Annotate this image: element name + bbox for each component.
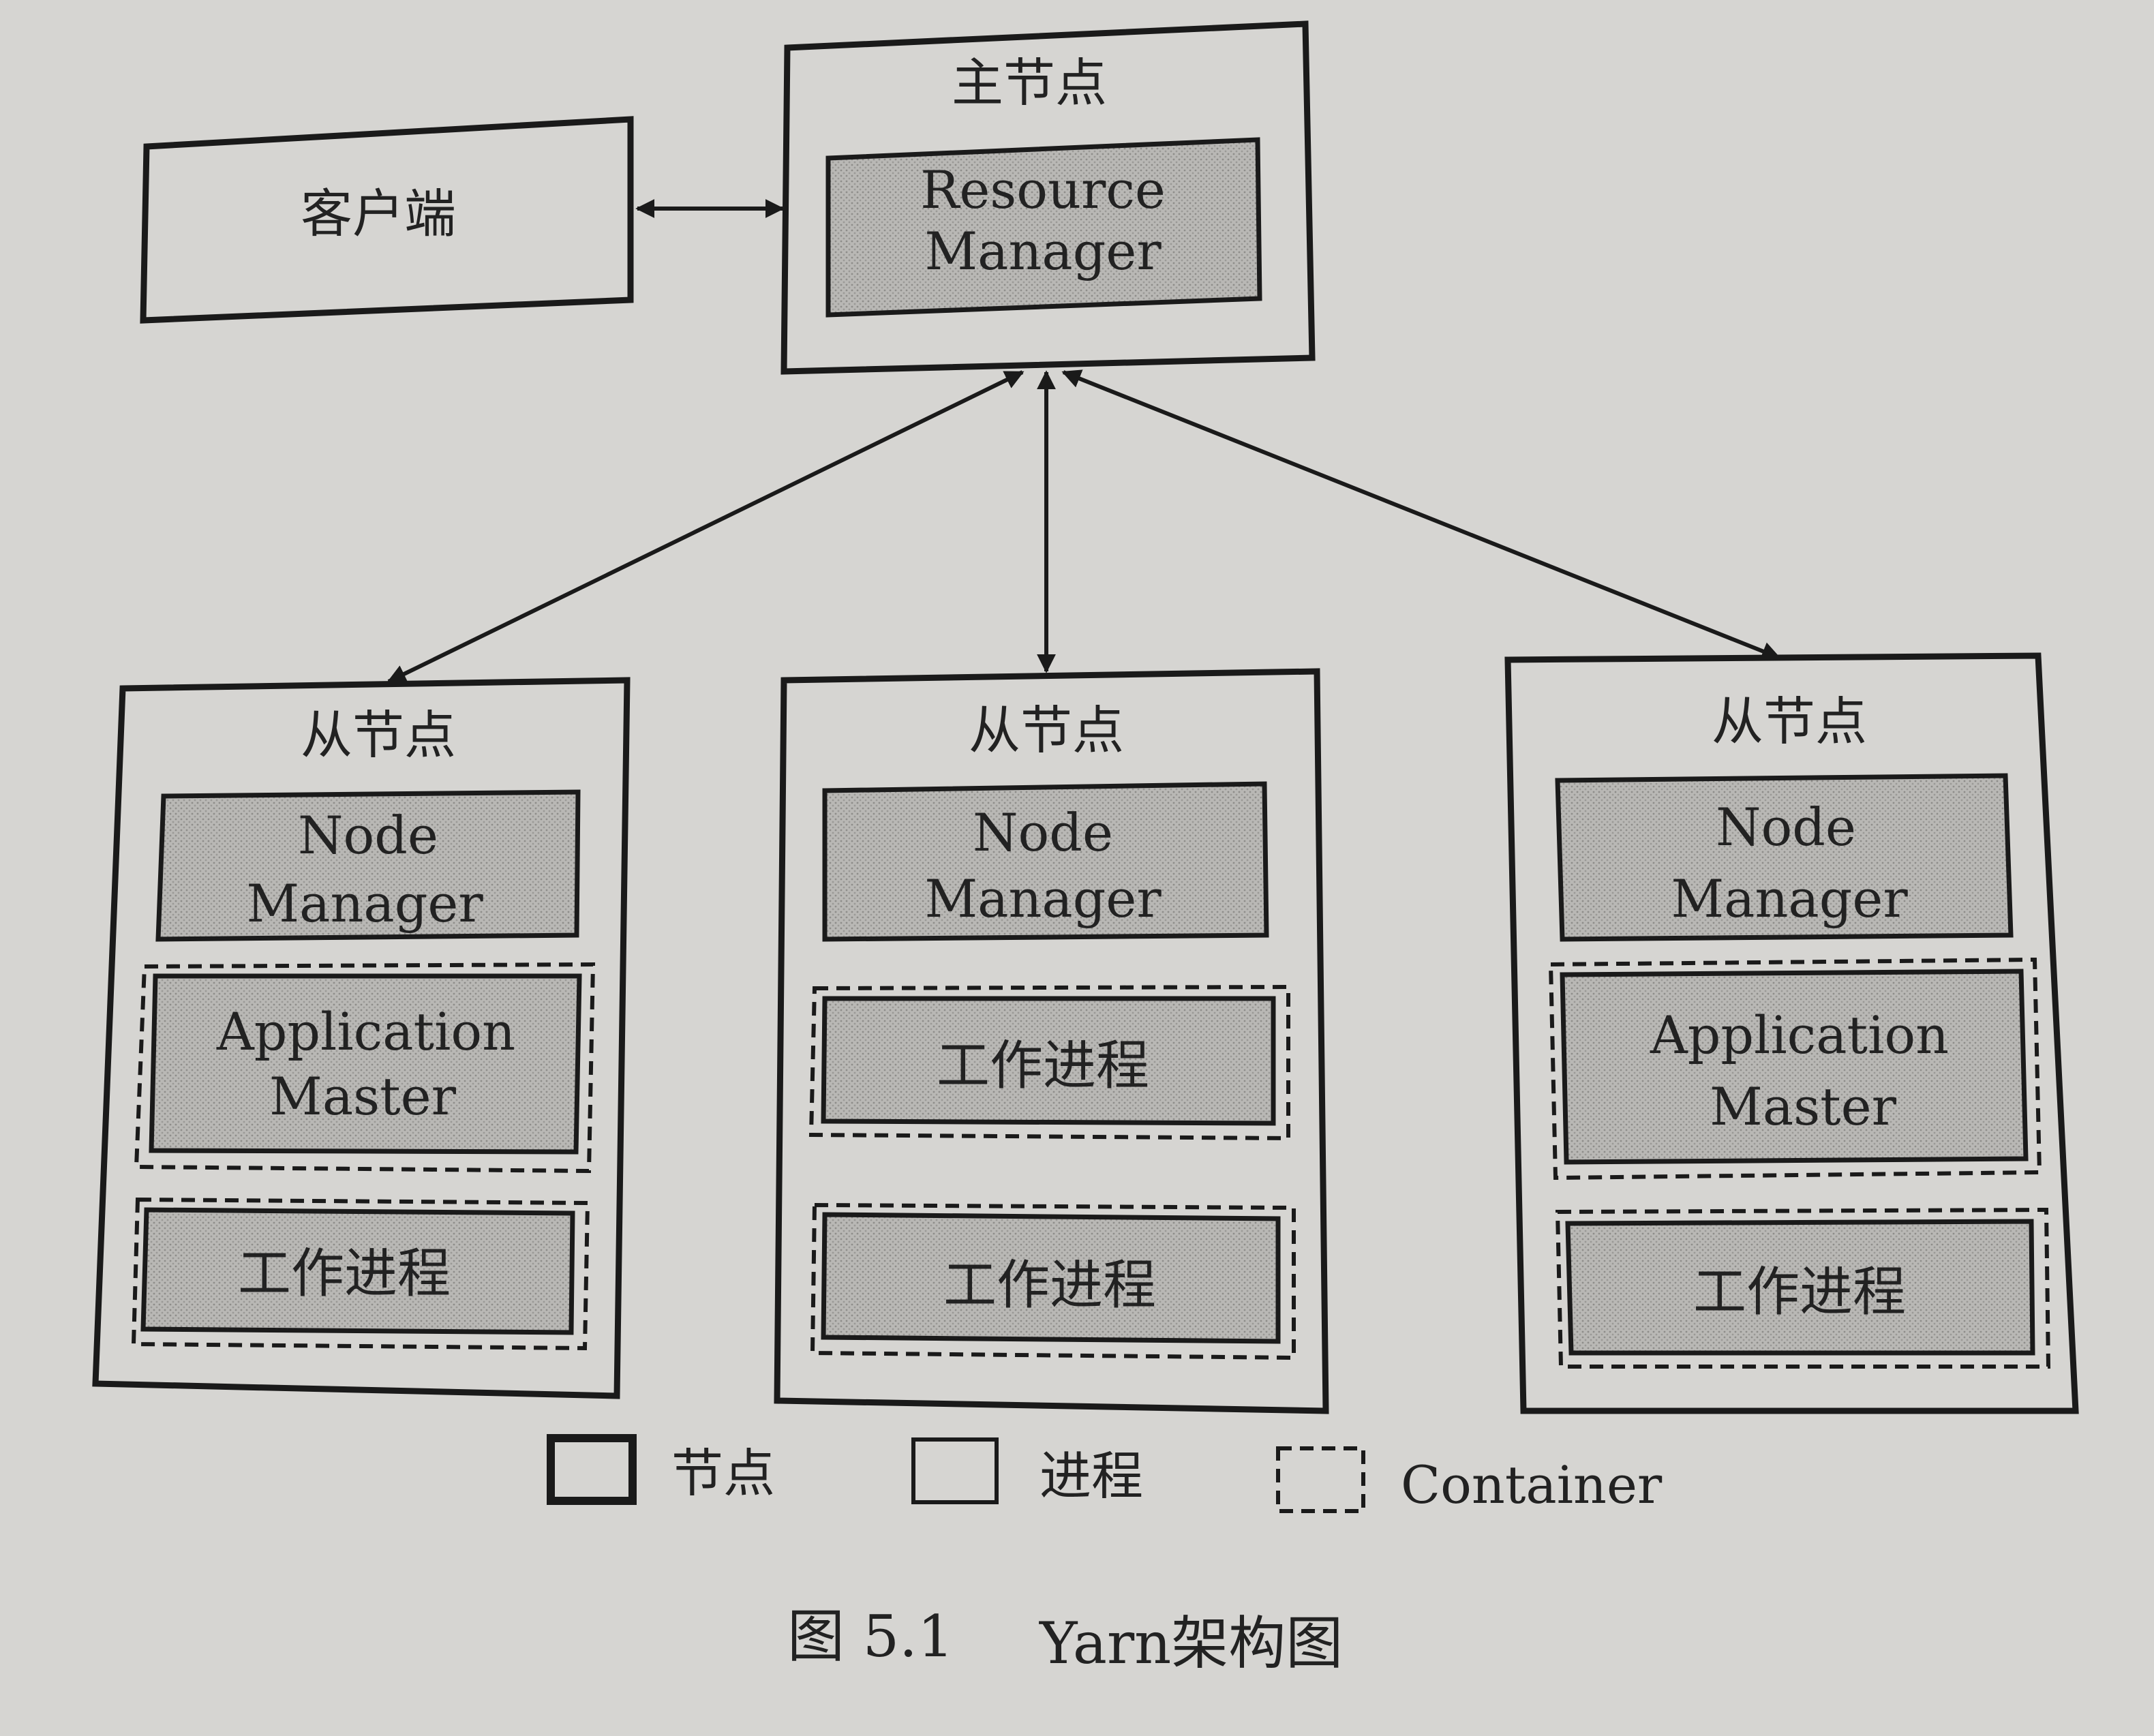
- figure-caption: 图 5.1 Yarn架构图: [787, 1603, 1343, 1677]
- caption-number: 图 5.1: [787, 1603, 954, 1670]
- resource-manager-line-1: Resource: [920, 159, 1166, 220]
- connections: [386, 199, 1781, 684]
- worker-1-container-2-label: 工作进程: [238, 1243, 451, 1305]
- legend-container-swatch: [1276, 1446, 1365, 1513]
- legend-node-label: 节点: [671, 1443, 775, 1504]
- client-node: 客户端: [140, 116, 634, 324]
- master-node-title: 主节点: [952, 52, 1107, 113]
- caption-title: Yarn架构图: [1039, 1610, 1343, 1677]
- worker-1-node-manager: Node Manager: [155, 789, 581, 942]
- worker-1-container-1-line-2: Master: [269, 1066, 457, 1127]
- worker-3-container-1-line-1: Application: [1650, 1005, 1949, 1065]
- legend-container-label: Container: [1401, 1455, 1663, 1515]
- legend-process-label: 进程: [1040, 1446, 1143, 1506]
- worker-1-node-manager-line-1: Node: [298, 805, 438, 866]
- legend: 节点 进程 Container: [547, 1434, 1663, 1515]
- worker-node-1-title: 从节点: [301, 705, 456, 765]
- worker-1-container-2: 工作进程: [131, 1197, 590, 1351]
- worker-3-container-1: Application Master: [1548, 957, 2042, 1181]
- worker-node-1: 从节点 Node Manager Application Master 工作进程: [92, 677, 631, 1399]
- master-worker3-link: [1061, 369, 1781, 660]
- worker-node-2-title: 从节点: [969, 700, 1124, 761]
- worker-3-container-2: 工作进程: [1555, 1207, 2051, 1369]
- master-node: 主节点 Resource Manager: [780, 20, 1316, 375]
- worker-node-3: 从节点 Node Manager Application Master 工作进程: [1504, 652, 2079, 1414]
- worker-1-container-1-line-1: Application: [216, 1001, 515, 1062]
- worker-2-node-manager: Node Manager: [822, 781, 1269, 942]
- master-worker1-link: [386, 370, 1025, 684]
- worker-node-3-title: 从节点: [1712, 691, 1867, 752]
- worker-2-container-1: 工作进程: [808, 984, 1290, 1141]
- worker-3-container-2-label: 工作进程: [1693, 1262, 1906, 1323]
- worker-2-node-manager-line-2: Manager: [924, 868, 1162, 929]
- worker-2-container-1-label: 工作进程: [937, 1035, 1149, 1097]
- worker-2-node-manager-line-1: Node: [973, 802, 1113, 863]
- resource-manager-line-2: Manager: [924, 221, 1162, 281]
- worker-1-container-1: Application Master: [134, 962, 596, 1174]
- resource-manager-process: Resource Manager: [825, 137, 1262, 318]
- worker-node-2: 从节点 Node Manager 工作进程 工作进程: [774, 668, 1329, 1414]
- worker-3-container-1-line-2: Master: [1710, 1076, 1897, 1137]
- worker-2-container-2: 工作进程: [810, 1202, 1296, 1360]
- worker-2-container-2-label: 工作进程: [943, 1255, 1156, 1316]
- worker-1-node-manager-line-2: Manager: [246, 873, 483, 934]
- client-label: 客户端: [301, 183, 456, 244]
- legend-process-swatch: [911, 1437, 999, 1504]
- worker-3-node-manager-line-1: Node: [1716, 797, 1856, 857]
- legend-node-swatch: [547, 1434, 637, 1505]
- worker-3-node-manager: Node Manager: [1555, 773, 2014, 942]
- worker-3-node-manager-line-2: Manager: [1671, 868, 1908, 929]
